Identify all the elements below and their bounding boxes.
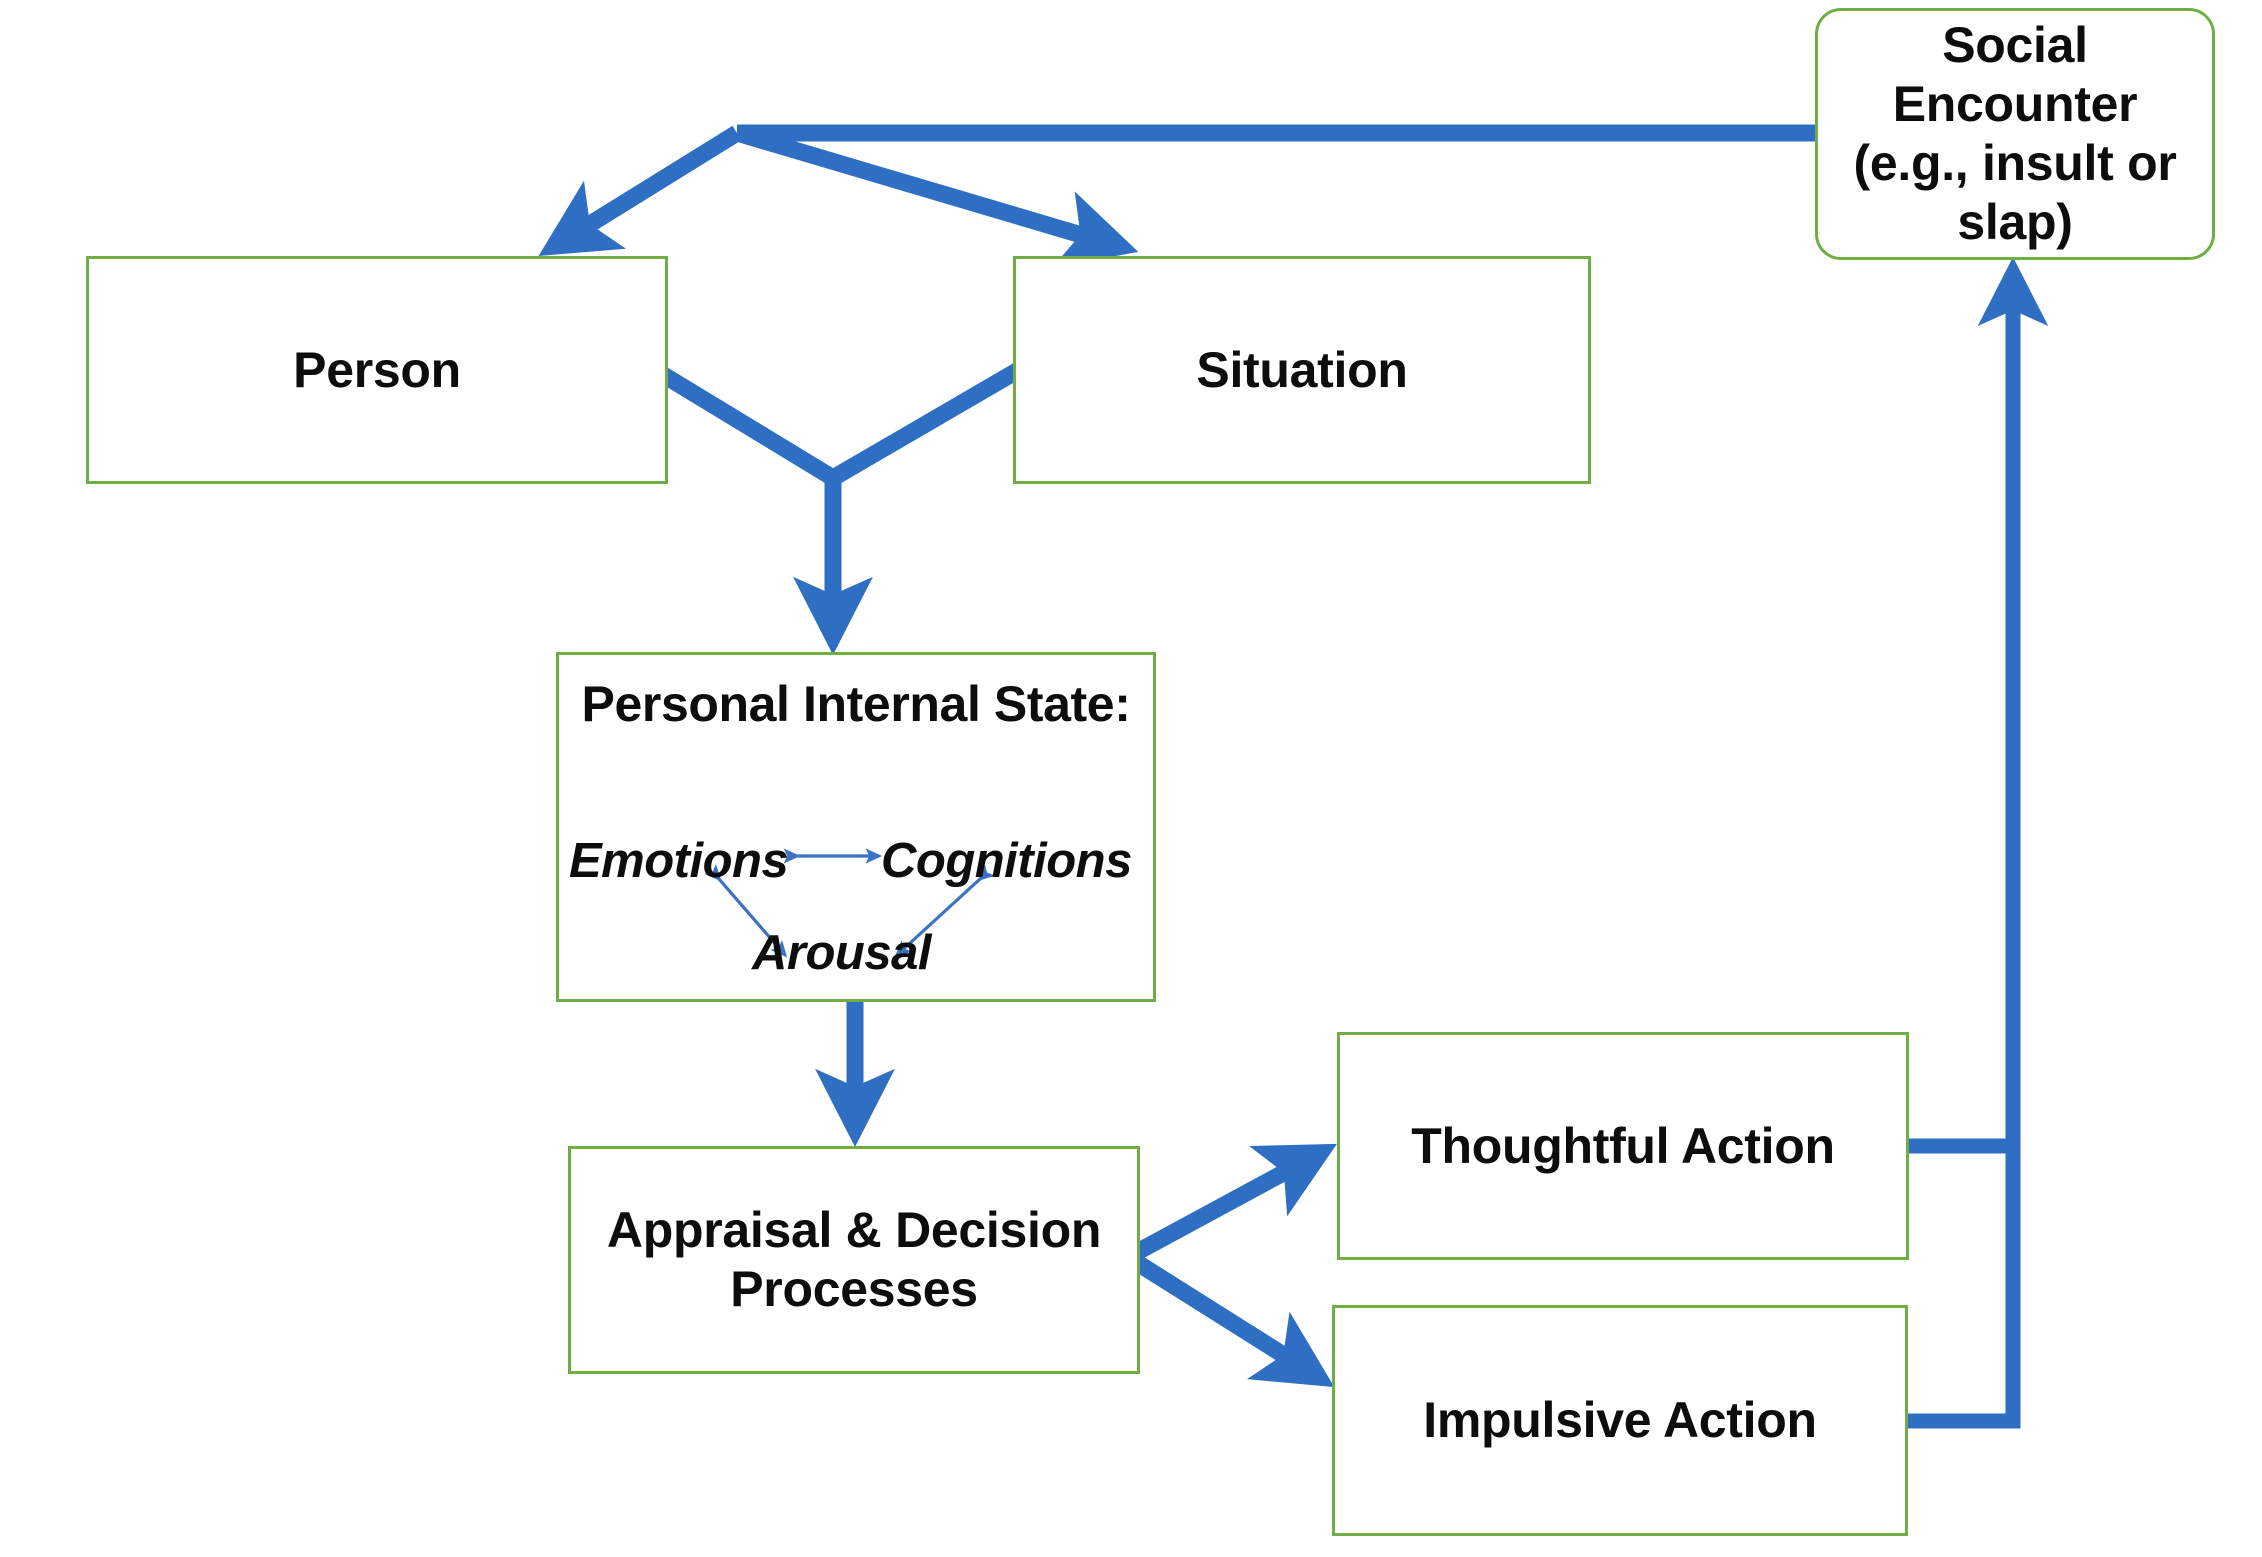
- node-personal-internal-state[interactable]: Personal Internal State: Emotions Cognit…: [556, 652, 1156, 1002]
- internal-state-term-emotions: Emotions: [569, 834, 789, 888]
- node-thoughtful-action[interactable]: Thoughtful Action: [1337, 1032, 1909, 1260]
- node-social-encounter[interactable]: Social Encounter (e.g., insult or slap): [1815, 8, 2215, 260]
- node-person[interactable]: Person: [86, 256, 668, 484]
- edge-appraisal-to-actions: [1123, 1143, 1337, 1388]
- node-impulsive-action-label: Impulsive Action: [1423, 1392, 1817, 1448]
- internal-state-term-arousal: Arousal: [752, 926, 931, 980]
- node-social-encounter-label: Social Encounter (e.g., insult or slap): [1853, 17, 2177, 250]
- node-situation[interactable]: Situation: [1013, 256, 1591, 484]
- node-person-label: Person: [293, 341, 461, 398]
- node-situation-label: Situation: [1196, 341, 1408, 398]
- node-appraisal-and-decision-processes[interactable]: Appraisal & Decision Processes: [568, 1146, 1140, 1374]
- edge-person-situation-to-internal-state: [647, 360, 1027, 656]
- internal-state-title: Personal Internal State:: [581, 676, 1131, 732]
- node-thoughtful-action-label: Thoughtful Action: [1411, 1117, 1835, 1174]
- internal-state-term-cognitions: Cognitions: [881, 834, 1132, 888]
- node-appraisal-label: Appraisal & Decision Processes: [606, 1202, 1102, 1317]
- edge-social-encounter-to-person-and-situation: [538, 124, 1815, 268]
- edge-impulsive-action-to-social-encounter: [1908, 256, 2049, 1429]
- node-impulsive-action[interactable]: Impulsive Action: [1332, 1305, 1908, 1536]
